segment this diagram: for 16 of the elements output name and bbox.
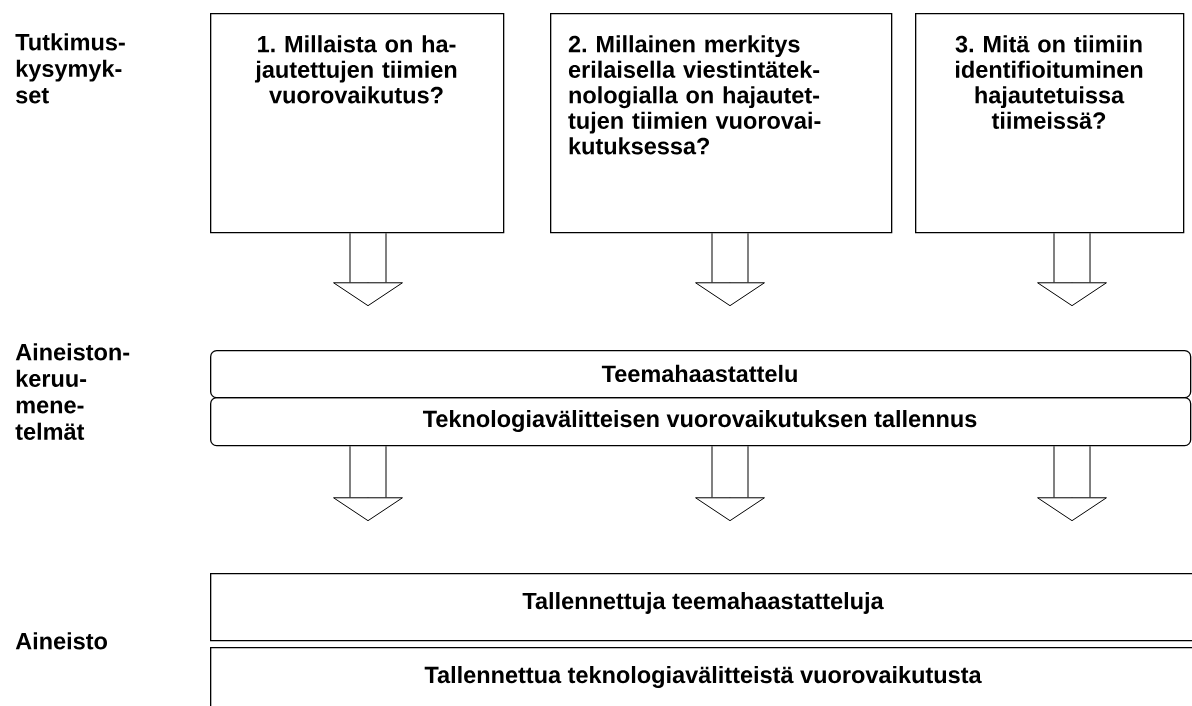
- question-box: 2. Millainen merkitys erilaisella viestintätek- nologialla on hajautet- tujen tiimien vuorovai- kutuksessa?: [550, 13, 893, 234]
- question-box: 3. Mitä on tiimiin identifioituminen hajautetuissa tiimeissä?: [915, 13, 1185, 234]
- data-strip: Tallennettuja teemahaastatteluja: [210, 573, 1192, 642]
- method-band: Teknologiavälitteisen vuorovaikutuksen tallennus: [210, 397, 1192, 447]
- block-arrow: [1037, 232, 1107, 307]
- block-arrow: [333, 232, 403, 307]
- row-heading: Aineiston- keruu- mene- telmät: [15, 343, 130, 440]
- block-arrow: [695, 232, 765, 307]
- row-heading: Tutkimus- kysymyk- set: [15, 33, 125, 104]
- block-arrow: [1037, 445, 1107, 522]
- question-box: 1. Millaista on ha- jautettujen tiimien vuorovaikutus?: [210, 13, 505, 234]
- data-strip: Tallennettua teknologiavälitteistä vuorovaikutusta: [210, 647, 1192, 706]
- block-arrow: [333, 445, 403, 522]
- method-band: Teemahaastattelu: [210, 350, 1192, 399]
- block-arrow: [695, 445, 765, 522]
- row-heading: Aineisto: [15, 632, 107, 650]
